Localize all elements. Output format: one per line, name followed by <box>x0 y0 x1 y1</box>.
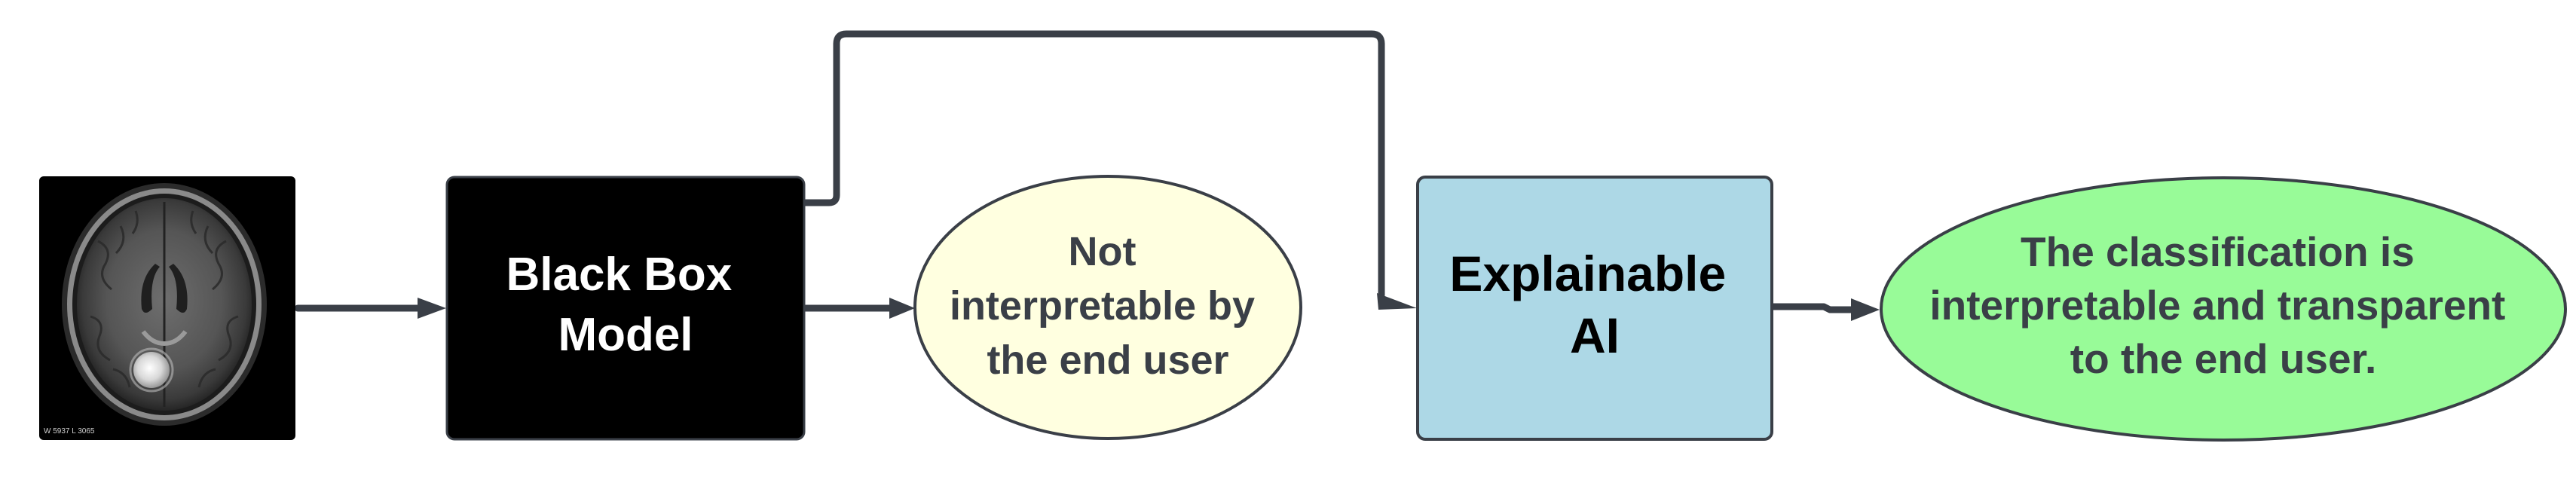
explainable-ai-label-line-2: AI <box>1570 307 1620 363</box>
mri-window-level-label: W 5937 L 3065 <box>44 427 95 436</box>
transparent-classification-node: The classification is interpretable and … <box>1880 176 2567 442</box>
not-interpretable-line-3: the end user <box>987 338 1228 383</box>
transparent-classification-line-3: to the end user. <box>2070 335 2376 382</box>
arrowhead-transparent <box>1851 298 1880 321</box>
not-interpretable-node: Not interpretable by the end user <box>913 175 1302 440</box>
black-box-model-box <box>445 176 806 441</box>
arrowhead-black-box <box>418 298 446 319</box>
black-box-model-label-line-1: Black Box <box>506 249 732 301</box>
transparent-classification-label: The classification is interpretable and … <box>1929 228 2516 382</box>
not-interpretable-line-2: interpretable by <box>950 283 1255 329</box>
arrow-explainable-ai-to-transparent <box>1769 303 1856 313</box>
arrowhead-not-interpretable <box>889 298 915 319</box>
not-interpretable-label: Not interpretable by the end user <box>950 229 1266 383</box>
explainable-ai-node: Explainable AI <box>1416 176 1773 441</box>
explainable-ai-label: Explainable AI <box>1449 246 1739 363</box>
transparent-classification-line-1: The classification is <box>2021 228 2415 275</box>
not-interpretable-ellipse <box>913 175 1302 440</box>
explainable-ai-label-line-1: Explainable <box>1449 246 1726 301</box>
connectors <box>294 30 1880 321</box>
transparent-classification-line-2: interpretable and transparent <box>1929 282 2505 329</box>
mri-brain-image: W 5937 L 3065 <box>39 176 295 440</box>
black-box-model-label-line-2: Model <box>558 309 693 361</box>
transparent-classification-ellipse <box>1880 176 2567 442</box>
explainable-ai-box <box>1416 176 1773 441</box>
mri-tumor <box>133 352 170 388</box>
arrowhead-explainable-ai <box>1377 293 1417 310</box>
not-interpretable-line-1: Not <box>1069 229 1137 274</box>
black-box-model-label: Black Box Model <box>506 249 745 361</box>
arrow-black-box-to-explainable-ai <box>801 30 1385 299</box>
black-box-model-node: Black Box Model <box>445 176 806 441</box>
